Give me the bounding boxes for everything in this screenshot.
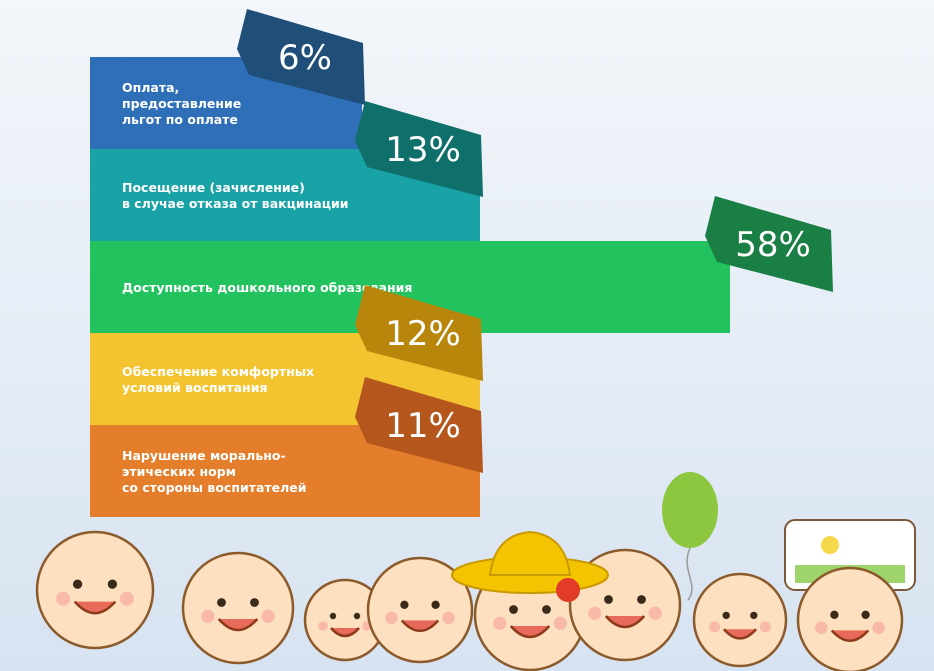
value-label-5: 11% (385, 406, 461, 446)
value-tag-1 (237, 9, 365, 105)
category-label-2: Посещение (зачисление)в случае отказа от… (122, 180, 349, 211)
hat-crown-icon (488, 530, 572, 576)
sun-icon (821, 536, 839, 554)
value-tag-5 (355, 377, 483, 473)
value-tag-3 (705, 196, 833, 292)
bar-group-2: 13% Посещение (зачисление)в случае отказа… (90, 101, 483, 241)
hat-flower-icon (556, 578, 580, 602)
balloon-icon (662, 472, 718, 548)
category-label-3: Доступность дошкольного образования (122, 280, 412, 295)
value-tag-4 (355, 285, 483, 381)
child-face-icon (692, 572, 788, 668)
children-illustration (35, 472, 916, 671)
child-face-icon (366, 556, 474, 664)
value-label-2: 13% (385, 130, 461, 170)
value-label-3: 58% (735, 225, 811, 265)
child-face-icon (181, 551, 295, 665)
value-label-1: 6% (278, 38, 332, 78)
value-tag-2 (355, 101, 483, 197)
child-face-icon (303, 578, 387, 662)
balloon-string (686, 547, 693, 601)
child-face-icon (35, 530, 155, 650)
value-label-4: 12% (385, 314, 461, 354)
child-face-icon (796, 566, 904, 671)
